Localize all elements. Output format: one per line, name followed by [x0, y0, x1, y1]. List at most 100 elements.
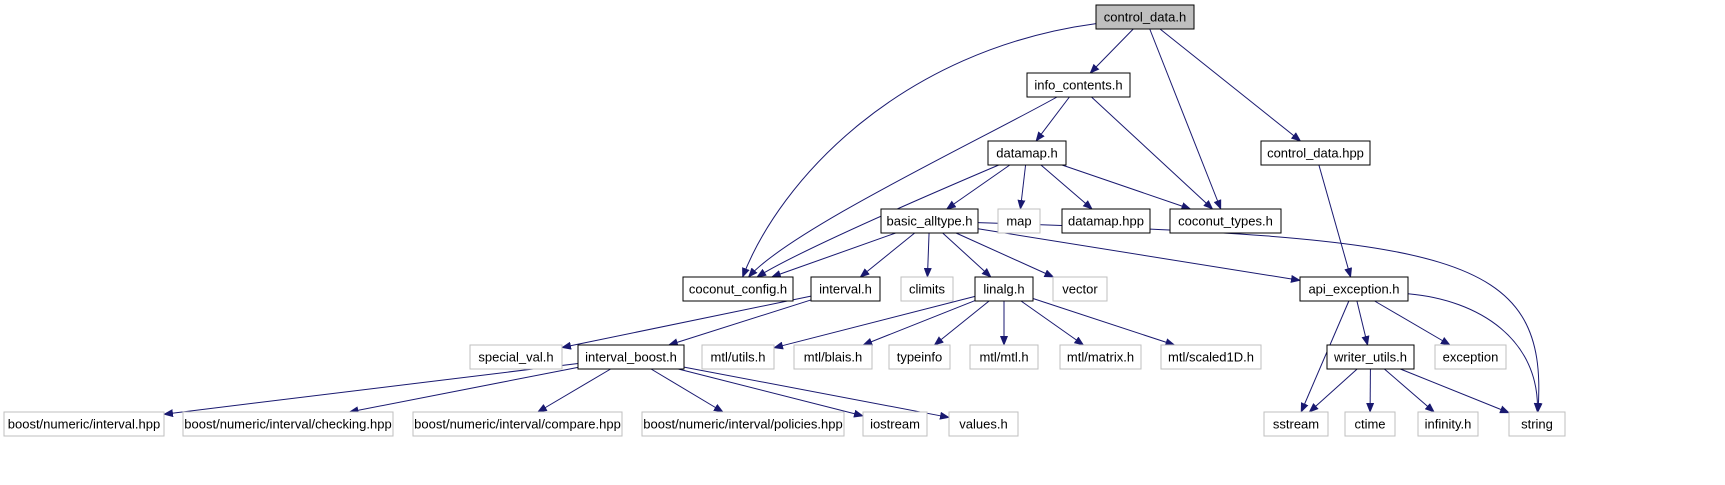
node-box [1326, 344, 1415, 370]
edge-interval_boost_h-to-boost_compare_hpp [536, 368, 611, 413]
node-label: exception [1443, 350, 1499, 365]
node-box [1434, 344, 1507, 370]
node-box [577, 344, 685, 370]
node-label: datamap.hpp [1068, 214, 1144, 229]
edge-datamap_h-to-map [1017, 164, 1027, 210]
node-label: boost/numeric/interval/policies.hpp [643, 417, 842, 432]
edge-basic_alltype_h-to-climits [923, 232, 932, 278]
node-datamap_hpp[interactable]: datamap.hpp [1061, 208, 1151, 234]
edge-linalg_h-to-mtl_scaled1d_h [1032, 298, 1176, 346]
node-box [1508, 411, 1566, 437]
node-label: vector [1062, 282, 1098, 297]
node-exception: exception [1434, 344, 1507, 370]
node-label: iostream [870, 417, 920, 432]
node-string: string [1508, 411, 1566, 437]
node-coconut_types_h[interactable]: coconut_types.h [1169, 208, 1282, 234]
node-mtl_matrix_h: mtl/matrix.h [1059, 344, 1142, 370]
node-label: boost/numeric/interval/compare.hpp [414, 417, 621, 432]
node-box [1026, 72, 1131, 98]
node-box [182, 411, 394, 437]
node-sstream: sstream [1263, 411, 1329, 437]
node-control_data_h[interactable]: control_data.h [1095, 4, 1195, 30]
node-api_exception_h[interactable]: api_exception.h [1299, 276, 1409, 302]
node-mtl_scaled1d_h: mtl/scaled1D.h [1160, 344, 1262, 370]
node-box [987, 140, 1067, 166]
edge-basic_alltype_h-to-string [977, 222, 1543, 413]
node-label: control_data.hpp [1267, 146, 1364, 161]
edge-interval_boost_h-to-boost_checking_hpp [348, 366, 579, 415]
node-control_data_hpp[interactable]: control_data.hpp [1260, 140, 1371, 166]
node-label: typeinfo [897, 350, 943, 365]
node-label: info_contents.h [1034, 78, 1122, 93]
edge-api_exception_h-to-sstream [1300, 300, 1350, 413]
edge-writer_utils_h-to-infinity_h [1384, 368, 1435, 413]
edge-linalg_h-to-typeinfo [933, 300, 990, 346]
edge-basic_alltype_h-to-interval_h [859, 232, 915, 278]
node-basic_alltype_h[interactable]: basic_alltype.h [880, 208, 979, 234]
node-box [3, 411, 165, 437]
node-iostream: iostream [862, 411, 928, 437]
node-boost_checking_hpp: boost/numeric/interval/checking.hpp [182, 411, 394, 437]
edge-control_data_h-to-coconut_config_h [742, 23, 1097, 278]
node-box [1260, 140, 1371, 166]
node-box [1160, 344, 1262, 370]
edge-interval_boost_h-to-boost_policies_hpp [650, 368, 724, 413]
node-label: map [1006, 214, 1031, 229]
node-box [701, 344, 775, 370]
node-box [412, 411, 623, 437]
node-box [1095, 4, 1195, 30]
node-box [469, 344, 563, 370]
node-label: mtl/utils.h [711, 350, 766, 365]
node-label: interval.h [819, 282, 872, 297]
edge-info_contents_h-to-datamap_h [1035, 96, 1070, 142]
node-label: sstream [1273, 417, 1319, 432]
node-linalg_h[interactable]: linalg.h [974, 276, 1034, 302]
nodes-layer: control_data.h info_contents.h control_dat… [3, 4, 1566, 437]
edge-basic_alltype_h-to-vector [955, 232, 1055, 278]
node-coconut_config_h[interactable]: coconut_config.h [682, 276, 794, 302]
node-box [1299, 276, 1409, 302]
node-box [641, 411, 845, 437]
node-label: mtl/scaled1D.h [1168, 350, 1254, 365]
node-label: boost/numeric/interval/checking.hpp [184, 417, 391, 432]
node-writer_utils_h[interactable]: writer_utils.h [1326, 344, 1415, 370]
node-box [888, 344, 951, 370]
node-datamap_h[interactable]: datamap.h [987, 140, 1067, 166]
node-label: values.h [959, 417, 1007, 432]
edge-basic_alltype_h-to-api_exception_h [977, 228, 1301, 283]
node-values_h: values.h [948, 411, 1019, 437]
edge-control_data_h-to-coconut_types_h [1149, 28, 1222, 210]
node-label: string [1521, 417, 1553, 432]
edge-control_data_hpp-to-api_exception_h [1318, 164, 1352, 278]
edge-interval_boost_h-to-iostream [678, 368, 864, 418]
node-label: datamap.h [996, 146, 1057, 161]
node-label: interval_boost.h [585, 350, 677, 365]
node-box [948, 411, 1019, 437]
node-vector: vector [1052, 276, 1108, 302]
node-box [900, 276, 954, 302]
node-ctime: ctime [1344, 411, 1396, 437]
node-box [682, 276, 794, 302]
node-interval_boost_h[interactable]: interval_boost.h [577, 344, 685, 370]
node-label: control_data.h [1104, 10, 1186, 25]
node-interval_h[interactable]: interval.h [810, 276, 881, 302]
edge-datamap_h-to-basic_alltype_h [945, 164, 1011, 210]
node-info_contents_h[interactable]: info_contents.h [1026, 72, 1131, 98]
node-label: climits [909, 282, 946, 297]
node-box [969, 344, 1039, 370]
node-label: ctime [1354, 417, 1385, 432]
edge-linalg_h-to-mtl_utils_h [773, 295, 976, 350]
node-mtl_mtl_h: mtl/mtl.h [969, 344, 1039, 370]
edge-control_data_h-to-control_data_hpp [1159, 28, 1302, 142]
node-box [1052, 276, 1108, 302]
node-label: mtl/blais.h [804, 350, 863, 365]
node-boost_interval_hpp: boost/numeric/interval.hpp [3, 411, 165, 437]
node-label: linalg.h [983, 282, 1024, 297]
node-box [974, 276, 1034, 302]
edge-api_exception_h-to-writer_utils_h [1356, 300, 1370, 346]
node-box [1059, 344, 1142, 370]
edge-writer_utils_h-to-string [1400, 368, 1510, 414]
node-label: basic_alltype.h [887, 214, 973, 229]
